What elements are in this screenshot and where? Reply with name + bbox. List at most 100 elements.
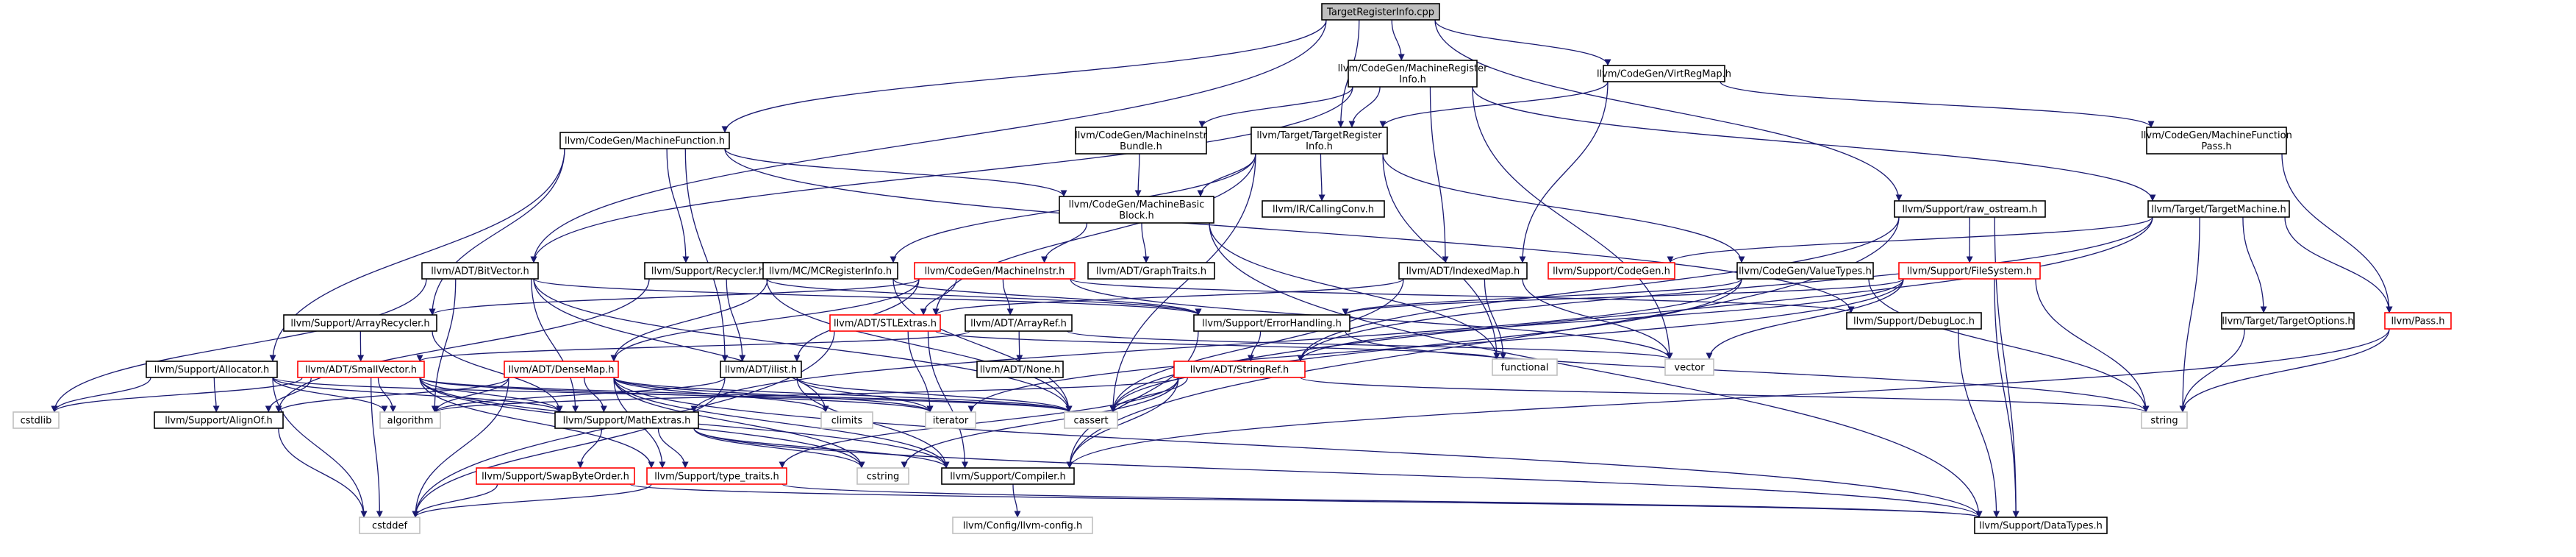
node-tt[interactable]: llvm/Support/type_traits.h bbox=[646, 467, 787, 485]
node-box bbox=[1262, 200, 1385, 218]
edge-line bbox=[275, 377, 509, 413]
edge-line bbox=[610, 278, 768, 362]
edge-tri-to-cc bbox=[1318, 153, 1325, 202]
node-box bbox=[820, 411, 873, 429]
node-cc[interactable]: llvm/IR/CallingConv.h bbox=[1262, 200, 1385, 218]
edge-fs-to-eh bbox=[1342, 278, 1904, 316]
node-pass[interactable]: llvm/Pass.h bbox=[2384, 312, 2452, 330]
node-vt[interactable]: llvm/CodeGen/ValueTypes.h bbox=[1736, 262, 1874, 280]
node-ar[interactable]: llvm/Support/ArrayRecycler.h bbox=[283, 314, 437, 332]
edge-eh-to-comp bbox=[1066, 330, 1199, 469]
node-aof[interactable]: llvm/Support/AlignOf.h bbox=[154, 411, 284, 429]
edge-line bbox=[412, 377, 509, 518]
edge-line bbox=[1070, 278, 1855, 313]
node-none[interactable]: llvm/ADT/None.h bbox=[976, 361, 1064, 378]
node-vrm[interactable]: llvm/CodeGen/VirtRegMap.h bbox=[1597, 65, 1731, 82]
edge-me-to-comp bbox=[693, 427, 950, 469]
node-ilist[interactable]: llvm/ADT/ilist.h bbox=[720, 361, 802, 378]
node-ros[interactable]: llvm/Support/raw_ostream.h bbox=[1894, 200, 2046, 218]
node-label: llvm/CodeGen/MachineRegister bbox=[1338, 63, 1489, 74]
node-box bbox=[952, 517, 1093, 534]
edge-sv-to-me bbox=[419, 377, 563, 413]
node-label: Info.h bbox=[1399, 74, 1426, 85]
edge-line bbox=[1348, 86, 1381, 128]
node-string: string bbox=[2141, 411, 2188, 429]
node-im[interactable]: llvm/ADT/IndexedMap.h bbox=[1398, 262, 1528, 280]
node-gt[interactable]: llvm/ADT/GraphTraits.h bbox=[1087, 262, 1215, 280]
edge-root-to-ros bbox=[1434, 19, 1903, 202]
node-box bbox=[2384, 312, 2452, 330]
edge-line bbox=[1209, 222, 1983, 518]
node-sref[interactable]: llvm/ADT/StringRef.h bbox=[1173, 361, 1306, 378]
edge-mbb-to-gt bbox=[1141, 222, 1150, 263]
node-box bbox=[476, 467, 635, 485]
node-eh[interactable]: llvm/Support/ErrorHandling.h bbox=[1193, 314, 1350, 332]
edge-line bbox=[1472, 86, 1673, 360]
edge-sref-to-comp bbox=[1066, 377, 1179, 469]
node-label: llvm/Support/Allocator.h bbox=[154, 365, 270, 376]
node-fs[interactable]: llvm/Support/FileSystem.h bbox=[1898, 262, 2041, 280]
edge-alloc-to-cstddef bbox=[272, 377, 368, 518]
edge-vrm-to-tri bbox=[1379, 81, 1609, 128]
node-bv[interactable]: llvm/ADT/BitVector.h bbox=[421, 262, 539, 280]
edge-line bbox=[1297, 216, 1900, 362]
edge-line bbox=[1484, 278, 1507, 360]
node-alloc[interactable]: llvm/Support/Allocator.h bbox=[146, 361, 278, 378]
edge-line bbox=[693, 427, 1983, 518]
edge-alloc-to-cstdlib bbox=[51, 377, 151, 413]
node-box bbox=[379, 411, 441, 429]
node-label: llvm/Support/SwapByteOrder.h bbox=[482, 472, 629, 483]
node-stl[interactable]: llvm/ADT/STLExtras.h bbox=[829, 314, 941, 332]
edge-line bbox=[1012, 483, 1021, 518]
node-rec[interactable]: llvm/Support/Recycler.h bbox=[644, 262, 772, 280]
node-comp[interactable]: llvm/Support/Compiler.h bbox=[941, 467, 1075, 485]
edge-mib-to-mbb bbox=[1134, 153, 1142, 197]
edge-line bbox=[1345, 330, 2150, 413]
node-dl[interactable]: llvm/Support/DebugLoc.h bbox=[1846, 312, 1982, 330]
edge-line bbox=[1198, 86, 1353, 128]
node-label: llvm/CodeGen/ValueTypes.h bbox=[1739, 266, 1872, 277]
node-me[interactable]: llvm/Support/MathExtras.h bbox=[554, 411, 699, 429]
node-dm[interactable]: llvm/ADT/DenseMap.h bbox=[504, 361, 619, 378]
node-dt[interactable]: llvm/Support/DataTypes.h bbox=[1974, 517, 2108, 534]
edge-sv-to-aof bbox=[265, 377, 312, 413]
edge-line bbox=[2179, 328, 2245, 413]
node-sv[interactable]: llvm/ADT/SmallVector.h bbox=[297, 361, 425, 378]
node-mf[interactable]: llvm/CodeGen/MachineFunction.h bbox=[559, 132, 730, 149]
edge-mf-to-mbb bbox=[724, 148, 1067, 197]
node-label: llvm/ADT/IndexedMap.h bbox=[1406, 266, 1520, 277]
node-mcri[interactable]: llvm/MC/MCRegisterInfo.h bbox=[762, 262, 898, 280]
node-tri[interactable]: llvm/Target/TargetRegisterInfo.h bbox=[1251, 127, 1388, 155]
node-aref[interactable]: llvm/ADT/ArrayRef.h bbox=[965, 314, 1073, 332]
edge-pass-to-comp bbox=[1066, 328, 2390, 469]
edge-to-to-string bbox=[2179, 328, 2245, 413]
edge-line bbox=[1297, 278, 1904, 362]
edge-line bbox=[613, 377, 1983, 518]
node-box bbox=[646, 467, 787, 485]
node-mi[interactable]: llvm/CodeGen/MachineInstr.h bbox=[914, 262, 1076, 280]
edge-dm-to-cassert bbox=[613, 377, 1073, 413]
edge-line bbox=[1434, 19, 1903, 202]
node-tm[interactable]: llvm/Target/TargetMachine.h bbox=[2147, 200, 2290, 218]
edge-tm-to-sref bbox=[1297, 216, 2153, 362]
node-cg[interactable]: llvm/Support/CodeGen.h bbox=[1548, 262, 1675, 280]
node-cstddef: cstddef bbox=[359, 517, 421, 534]
edge-dm-to-cstddef bbox=[412, 377, 509, 518]
node-climits: climits bbox=[820, 411, 873, 429]
node-box bbox=[154, 411, 284, 429]
edge-dm-to-dt bbox=[613, 377, 1983, 518]
edge-vt-to-cassert bbox=[1109, 278, 1742, 413]
edge-root-to-mf bbox=[721, 19, 1327, 133]
edge-im-to-stl bbox=[932, 278, 1404, 316]
node-to[interactable]: llvm/Target/TargetOptions.h bbox=[2221, 312, 2355, 330]
edge-vt-to-string bbox=[1868, 278, 2150, 413]
node-label: llvm/Support/type_traits.h bbox=[654, 472, 779, 483]
edge-line bbox=[2284, 216, 2393, 313]
node-sbo[interactable]: llvm/Support/SwapByteOrder.h bbox=[476, 467, 635, 485]
node-box bbox=[1898, 262, 2041, 280]
node-root[interactable]: TargetRegisterInfo.cpp bbox=[1321, 3, 1440, 21]
